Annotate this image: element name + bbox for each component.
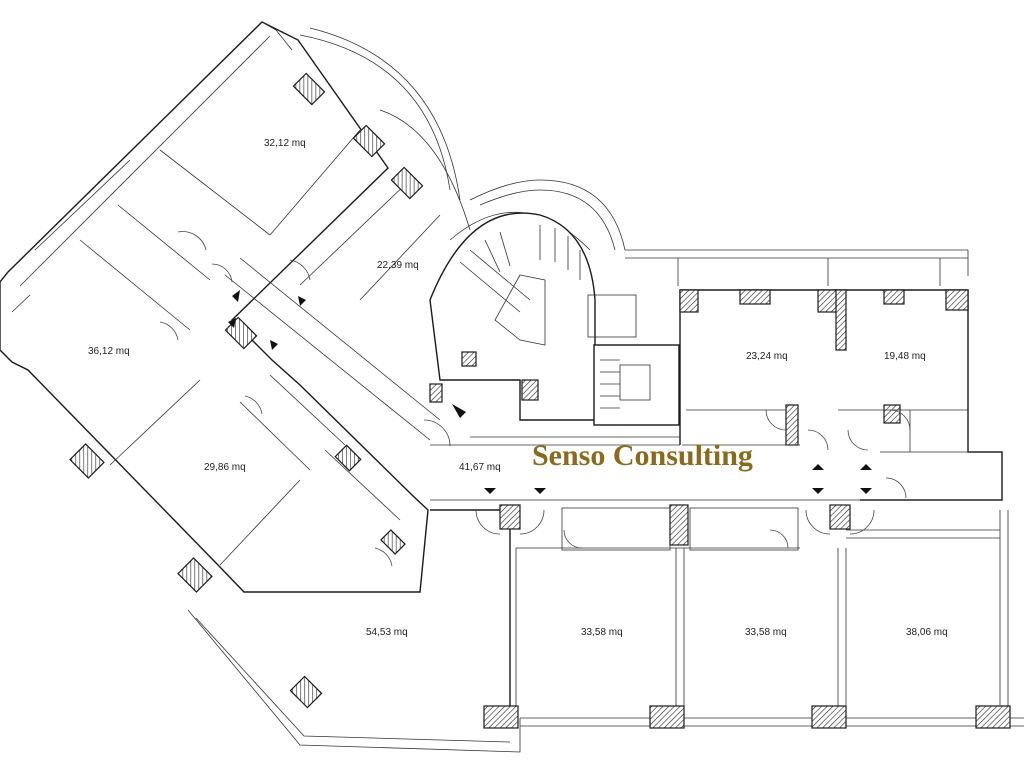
area-label-38-06: 38,06 mq <box>906 627 948 638</box>
area-label-22-39: 22,39 mq <box>377 260 419 271</box>
area-label-41-67: 41,67 mq <box>459 462 501 473</box>
arrow-stair <box>452 404 466 418</box>
area-label-23-24: 23,24 mq <box>746 351 788 362</box>
arrow-down-1 <box>484 488 496 494</box>
area-label-32-12: 32,12 mq <box>264 138 306 149</box>
area-label-36-12: 36,12 mq <box>88 346 130 357</box>
arrow-right-1 <box>298 296 306 306</box>
area-label-19-48: 19,48 mq <box>884 351 926 362</box>
right-wing <box>423 289 1024 729</box>
arrow-left-2 <box>228 318 236 328</box>
arrow-up-2 <box>860 464 872 470</box>
area-label-33-58-b: 33,58 mq <box>745 627 787 638</box>
area-labels: 32,12 mq 22,39 mq 36,12 mq 29,86 mq 41,6… <box>88 138 948 638</box>
arrow-left-1 <box>232 290 240 302</box>
arrow-down-4 <box>860 488 872 494</box>
area-label-54-53: 54,53 mq <box>366 627 408 638</box>
stair-core <box>429 179 969 426</box>
arrow-down-3 <box>812 488 824 494</box>
rotated-wing <box>0 21 521 753</box>
arrow-right-2 <box>270 340 278 350</box>
area-label-33-58-a: 33,58 mq <box>581 627 623 638</box>
arrow-up-1 <box>812 464 824 470</box>
watermark: Senso Consulting <box>532 439 753 472</box>
corridor-arrows <box>228 290 872 494</box>
area-label-29-86: 29,86 mq <box>204 462 246 473</box>
arrow-down-2 <box>534 488 546 494</box>
